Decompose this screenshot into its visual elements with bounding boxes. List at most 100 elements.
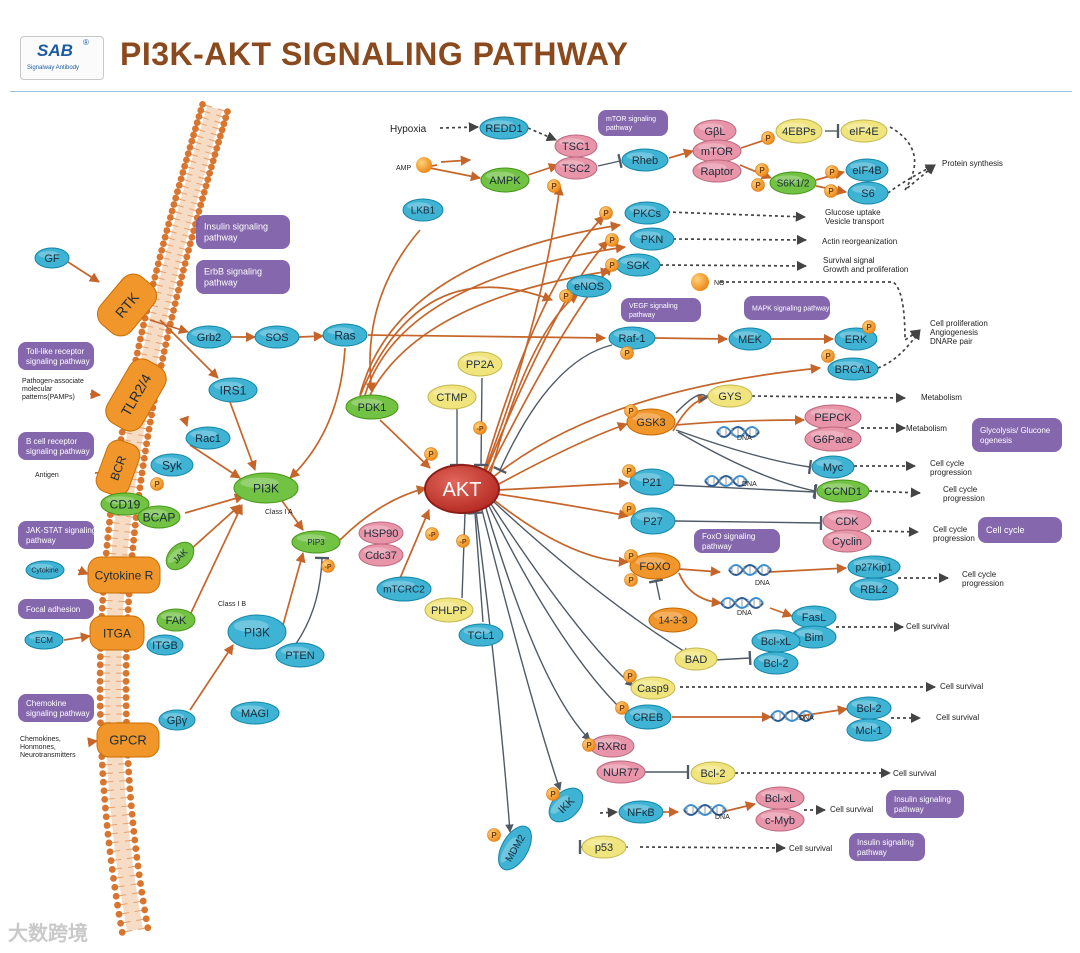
activation-edge xyxy=(184,493,245,514)
node-ras: Ras xyxy=(322,323,368,347)
lipid-head xyxy=(137,476,145,484)
lipid-head xyxy=(133,349,141,357)
lipid-head xyxy=(179,169,187,176)
svg-text:-P: -P xyxy=(325,564,332,571)
dna-icon xyxy=(720,597,764,609)
lipid-head xyxy=(131,529,138,537)
node-tsc1: TSC1 xyxy=(554,134,598,158)
lipid-head xyxy=(129,544,137,552)
lipid-head xyxy=(162,341,170,348)
node-label: Bcl-2 xyxy=(856,703,881,715)
lipid-head xyxy=(178,273,186,281)
node-label: Grb2 xyxy=(197,332,221,344)
lipid-head xyxy=(185,246,192,254)
node-label: Syk xyxy=(162,458,183,472)
lipid-head xyxy=(180,266,187,274)
node-pi3ka: PI3K xyxy=(233,472,299,504)
lipid-head xyxy=(160,348,168,355)
lipid-head xyxy=(96,686,104,693)
pathway-box-label: Cell cycle xyxy=(986,525,1025,535)
node-tlr: TLR2/4 xyxy=(105,358,167,432)
activation-edge xyxy=(77,565,89,576)
lipid-head xyxy=(218,126,226,134)
phospho-badge: P xyxy=(755,163,769,177)
node-label: MAGI xyxy=(241,708,269,720)
svg-text:P: P xyxy=(628,407,634,416)
akt-activation-edge xyxy=(493,499,630,567)
lipid-head xyxy=(134,862,142,870)
svg-text:P: P xyxy=(619,704,625,713)
lipid-head xyxy=(130,536,138,544)
lipid-head xyxy=(117,919,124,927)
phospho-badge: P xyxy=(605,233,619,247)
annotation-cs5: Cell survival xyxy=(830,805,873,814)
akt-activation-edge xyxy=(483,215,605,471)
activation-edge xyxy=(440,155,472,166)
node-pkcs: PKCs xyxy=(624,201,670,225)
node-label: mTCRC2 xyxy=(383,585,425,596)
activation-edge xyxy=(359,286,553,397)
node-label: GβL xyxy=(704,126,725,138)
annotation-cs3: Cell survival xyxy=(936,713,979,722)
lipid-head xyxy=(206,169,214,177)
activation-edge xyxy=(654,333,729,344)
lipid-head xyxy=(127,802,135,810)
lipid-head xyxy=(186,240,194,248)
phospho-badge: P xyxy=(620,346,634,360)
node-label: HSP90 xyxy=(364,528,399,540)
node-p53: p53 xyxy=(581,835,627,859)
node-g6pace: G6Pace xyxy=(804,426,862,452)
svg-text:P: P xyxy=(759,166,765,175)
node-label: REDD1 xyxy=(485,123,522,135)
lipid-head xyxy=(172,194,180,202)
activation-edge xyxy=(675,414,806,426)
activation-edge xyxy=(397,509,431,584)
lipid-head xyxy=(107,857,115,864)
dephospho-badge: -P xyxy=(456,534,470,548)
pathway-box-label: MAPK signaling pathway xyxy=(752,305,830,312)
annotation-hypoxia: Hypoxia xyxy=(390,124,427,135)
node-label: LKB1 xyxy=(411,206,436,217)
svg-text:P: P xyxy=(550,790,556,799)
node-s6k: S6K1/2 xyxy=(769,171,817,195)
lipid-head xyxy=(122,694,130,701)
svg-text:P: P xyxy=(551,182,557,191)
node-p1433: 14-3-3 xyxy=(648,607,698,633)
node-label: c-Myb xyxy=(765,815,795,827)
lipid-head xyxy=(165,220,173,228)
lipid-head xyxy=(216,132,224,140)
lipid-head xyxy=(129,819,137,827)
lipid-head xyxy=(99,770,107,777)
node-label: P27 xyxy=(643,516,663,528)
annotation-cs2: Cell survival xyxy=(940,682,983,691)
lipid-head xyxy=(124,606,132,614)
lipid-head xyxy=(166,214,174,221)
svg-text:P: P xyxy=(428,450,434,459)
annotation-cs6: Cell survival xyxy=(789,844,832,853)
akt-activation-edge xyxy=(496,493,630,520)
lipid-head xyxy=(136,335,144,343)
node-label: eNOS xyxy=(574,281,604,293)
output-edge xyxy=(877,329,921,369)
svg-text:P: P xyxy=(765,134,771,143)
node-label: Bcl-xL xyxy=(765,793,796,805)
lipid-head xyxy=(98,604,106,612)
node-pepck: PEPCK xyxy=(804,404,862,430)
lipid-head xyxy=(111,883,119,891)
node-cdk: CDK xyxy=(822,509,872,533)
node-pi3kb: PI3K xyxy=(227,614,287,650)
phospho-badge: P xyxy=(599,206,613,220)
node-jak: JAK xyxy=(165,541,195,571)
lipid-head xyxy=(99,596,107,604)
